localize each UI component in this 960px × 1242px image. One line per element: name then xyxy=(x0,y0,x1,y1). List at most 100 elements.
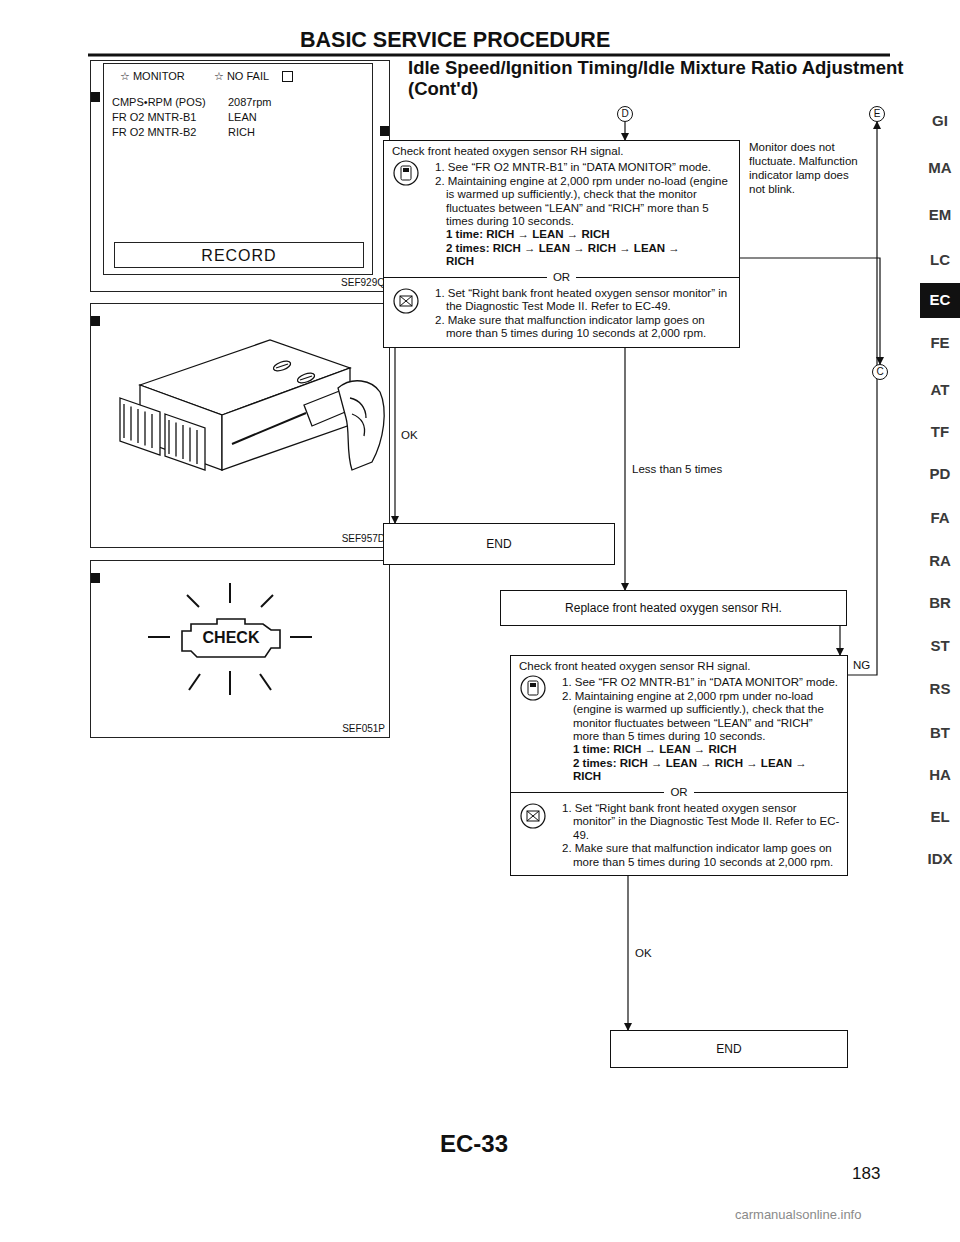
page-title: Idle Speed/Ignition Timing/Idle Mixture … xyxy=(408,57,928,99)
monitor-text: CMPS•RPM (POS) xyxy=(112,96,206,109)
ecm-front xyxy=(140,385,222,470)
chapter-tab: BT xyxy=(920,724,960,742)
ray xyxy=(229,583,231,603)
rib xyxy=(151,414,152,448)
branch-label: Monitor does not fluctuate. Malfunction … xyxy=(748,140,864,196)
box-label: END xyxy=(716,1042,741,1056)
rib xyxy=(175,423,176,457)
monitor-text: ☆ MONITOR xyxy=(120,70,185,83)
chapter-tab: PD xyxy=(920,465,960,483)
tester-screen xyxy=(530,683,536,687)
rib xyxy=(189,428,190,462)
end-box: END xyxy=(610,1030,848,1068)
ray xyxy=(148,636,170,638)
monitor-text: 2087rpm xyxy=(228,96,271,109)
figure-frame: SEF929Q ☆ MONITOR ☆ NO FAIL CMPS•RPM (POS) 2… xyxy=(90,60,390,292)
chapter-tab: RA xyxy=(920,552,960,570)
ray xyxy=(261,595,273,607)
hand-fingers xyxy=(350,398,366,436)
diagnostic-icon xyxy=(392,287,420,315)
monitor-text: ☆ NO FAIL xyxy=(214,70,269,83)
record-button: RECORD xyxy=(114,242,364,268)
signal-pattern: 2 times: RICH → LEAN → RICH → LEAN → RIC… xyxy=(390,242,733,269)
gst-mark xyxy=(400,296,412,306)
procedure-step: 1. Set “Right bank front heated oxygen s… xyxy=(390,287,733,314)
tester-body xyxy=(401,166,411,180)
hand xyxy=(338,381,384,470)
signal-pattern: 1 time: RICH → LEAN → RICH xyxy=(517,743,841,756)
chapter-tab: FE xyxy=(920,334,960,352)
monitor-text: RICH xyxy=(228,126,255,139)
ecm-side xyxy=(222,368,350,470)
tester-screen xyxy=(403,168,409,172)
flow-connector xyxy=(839,626,840,655)
chapter-tab: EL xyxy=(920,808,960,826)
ray xyxy=(260,674,271,690)
screw-slot xyxy=(276,364,288,368)
gst-body xyxy=(400,296,412,306)
adjust-screw xyxy=(296,371,316,385)
adjust-screw xyxy=(272,359,292,373)
ecm-illustration xyxy=(120,340,384,470)
or-line xyxy=(511,792,664,793)
active-tab xyxy=(920,283,960,318)
chapter-tab: GI xyxy=(920,112,960,130)
box-label: END xyxy=(486,537,511,551)
page-number: 183 xyxy=(852,1164,880,1184)
icon-ring xyxy=(521,676,545,700)
procedure-step: 1. See “FR O2 MNTR-B1” in “DATA MONITOR”… xyxy=(517,676,841,689)
watermark: carmanualsonline.info xyxy=(735,1207,861,1223)
icon-ring xyxy=(394,161,418,185)
gst-mark xyxy=(400,296,412,306)
or-row: OR xyxy=(511,786,847,799)
connector-letter: C xyxy=(876,367,883,377)
figure-frame: SEF051PCHECK xyxy=(90,560,390,738)
rib xyxy=(144,412,145,446)
connector-ribs xyxy=(124,404,197,464)
figure-code: SEF929Q xyxy=(341,277,385,288)
flow-connector xyxy=(627,876,628,1030)
chapter-tab: BR xyxy=(920,594,960,612)
flow-connector xyxy=(394,348,395,523)
flow-connector xyxy=(848,122,877,675)
or-text: OR xyxy=(547,271,576,284)
section-header: BASIC SERVICE PROCEDURE xyxy=(300,28,610,52)
diagnostic-icon xyxy=(392,159,420,187)
branch-label: Less than 5 times xyxy=(631,462,723,476)
ray xyxy=(290,636,312,638)
lamp-label: CHECK xyxy=(179,629,283,647)
tester-body xyxy=(528,681,538,695)
chapter-tab: RS xyxy=(920,680,960,698)
ray xyxy=(187,595,199,607)
connector-circle: E xyxy=(869,106,885,122)
button-label: RECORD xyxy=(201,249,276,262)
chapter-tab: IDX xyxy=(920,850,960,868)
monitor-screen: ☆ MONITOR☆ NO FAILCMPS•RPM (POS)2087rpmF… xyxy=(103,63,373,275)
procedure-step: 2. Make sure that malfunction indicator … xyxy=(390,314,733,341)
rib xyxy=(182,425,183,459)
checkbox xyxy=(282,71,293,82)
or-row: OR xyxy=(384,271,739,284)
box-heading: Check front heated oxygen sensor RH sign… xyxy=(390,145,733,161)
ray xyxy=(189,674,200,690)
section-marker xyxy=(91,573,100,583)
check-box: Check front heated oxygen sensor RH sign… xyxy=(510,655,848,876)
connector-letter: E xyxy=(874,109,881,119)
harness-connector xyxy=(120,398,160,455)
section-marker xyxy=(91,92,100,102)
diagnostic-icon xyxy=(519,802,547,830)
rib xyxy=(137,409,138,443)
figure-frame: SEF957D xyxy=(90,303,390,548)
rib xyxy=(196,430,197,464)
icon-ring xyxy=(394,289,418,313)
or-line xyxy=(576,277,739,278)
connector-letter: D xyxy=(621,109,628,119)
signal-pattern: 2 times: RICH → LEAN → RICH → LEAN → RIC… xyxy=(517,757,841,784)
procedure-step: 2. Maintaining engine at 2,000 rpm under… xyxy=(517,690,841,744)
gst-body xyxy=(527,811,539,821)
flow-connector xyxy=(624,348,625,590)
procedure-step: 1. Set “Right bank front heated oxygen s… xyxy=(517,802,841,842)
icon-ring xyxy=(521,804,545,828)
chapter-tab: TF xyxy=(920,423,960,441)
or-line xyxy=(694,792,847,793)
